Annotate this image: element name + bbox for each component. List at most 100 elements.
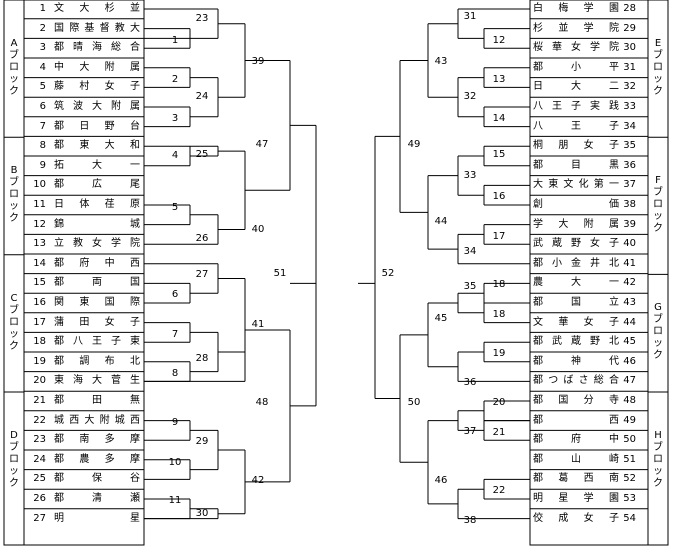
team-name: 都国分寺 — [533, 395, 619, 406]
match-number: 43 — [434, 55, 448, 67]
team-number: 40 — [623, 238, 636, 250]
team-number: 18 — [33, 336, 46, 348]
team-name: 武蔵野女子 — [533, 238, 619, 250]
match-number: 8 — [171, 367, 179, 379]
team-name: 都晴海総合 — [54, 42, 140, 54]
team-name: 白梅学園 — [533, 3, 619, 14]
match-number: 15 — [492, 149, 506, 161]
match-number: 18 — [492, 309, 506, 320]
team-number: 44 — [623, 316, 636, 328]
team-number: 6 — [39, 101, 46, 112]
match-number: 31 — [463, 11, 477, 22]
team-number: 19 — [33, 355, 46, 367]
match-number: 40 — [251, 223, 265, 235]
match-number: 49 — [407, 139, 421, 151]
team-number: 52 — [623, 473, 636, 485]
match-number: 29 — [195, 436, 209, 448]
match-number: 46 — [434, 475, 448, 487]
team-number: 21 — [33, 395, 46, 406]
team-number: 25 — [33, 473, 46, 485]
match-number: 23 — [195, 13, 209, 24]
team-number: 24 — [33, 453, 46, 465]
match-number: 6 — [171, 289, 179, 300]
team-name: 拓大一 — [54, 159, 140, 171]
right-name-frame — [529, 0, 649, 546]
team-name: 都山崎 — [533, 453, 619, 465]
match-number: 17 — [492, 230, 506, 242]
team-name: 都清瀬 — [54, 493, 140, 504]
team-number: 36 — [623, 159, 636, 171]
team-name: 八王子実践 — [533, 101, 619, 112]
match-number: 44 — [434, 215, 448, 227]
team-name: 立教女学院 — [54, 238, 140, 250]
team-number: 29 — [623, 22, 636, 34]
team-number: 17 — [33, 316, 46, 328]
team-name: 城西大附城西 — [54, 414, 140, 426]
team-name: 都調布北 — [54, 355, 140, 367]
team-name: 明星 — [54, 512, 140, 524]
match-number: 35 — [463, 281, 477, 293]
team-number: 2 — [39, 22, 46, 34]
match-number: 1 — [171, 34, 179, 46]
team-number: 5 — [39, 81, 46, 93]
team-number: 13 — [33, 238, 46, 250]
team-number: 31 — [623, 61, 636, 73]
match-number: 24 — [195, 91, 209, 103]
team-number: 51 — [623, 453, 636, 465]
match-number: 12 — [492, 34, 506, 46]
match-number: 11 — [168, 495, 182, 506]
team-number: 10 — [33, 179, 46, 191]
team-name: 都府中 — [533, 434, 619, 446]
team-number: 14 — [33, 257, 46, 269]
team-number: 42 — [623, 277, 636, 289]
team-number: 4 — [39, 61, 46, 73]
team-name: 都広尾 — [54, 179, 140, 191]
team-number: 49 — [623, 414, 636, 426]
team-number: 28 — [623, 3, 636, 14]
team-number: 47 — [623, 375, 636, 387]
team-number: 1 — [39, 3, 46, 14]
match-number: 36 — [463, 377, 477, 389]
team-name: 都小金井北 — [533, 257, 619, 269]
match-number: 51 — [273, 267, 287, 279]
match-number: 25 — [195, 149, 209, 161]
match-number: 38 — [463, 514, 477, 526]
team-name: 蒲田女子 — [54, 316, 140, 328]
team-number: 53 — [623, 493, 636, 504]
team-name: 都神代 — [533, 355, 619, 367]
team-number: 16 — [33, 297, 46, 308]
team-name: 八王子 — [533, 120, 619, 132]
match-number: 18 — [492, 279, 506, 291]
team-number: 45 — [623, 336, 636, 348]
team-name: 都小平 — [533, 61, 619, 73]
match-number: 13 — [492, 73, 506, 85]
team-number: 37 — [623, 179, 636, 191]
team-name: 中大附属 — [54, 61, 140, 73]
team-name: 日大二 — [533, 81, 619, 93]
match-number: 21 — [492, 426, 506, 438]
match-number: 34 — [463, 246, 477, 258]
match-number: 14 — [492, 113, 506, 124]
team-name: 明星学園 — [533, 493, 619, 504]
team-name: 文華女子 — [533, 316, 619, 328]
team-number: 8 — [39, 140, 46, 152]
team-name: 創価 — [533, 199, 619, 210]
match-number: 42 — [251, 475, 265, 487]
match-number: 4 — [171, 149, 179, 161]
team-name: 錦城 — [54, 218, 140, 230]
team-name: 都両国 — [54, 277, 140, 289]
team-name: 都武蔵野北 — [533, 336, 619, 348]
team-name: 都八王子東 — [54, 336, 140, 348]
match-number: 22 — [492, 485, 506, 497]
team-number: 54 — [623, 512, 636, 524]
team-number: 30 — [623, 42, 636, 54]
team-name: 都葛西南 — [533, 473, 619, 485]
match-number: 26 — [195, 233, 209, 245]
match-number: 33 — [463, 169, 477, 181]
